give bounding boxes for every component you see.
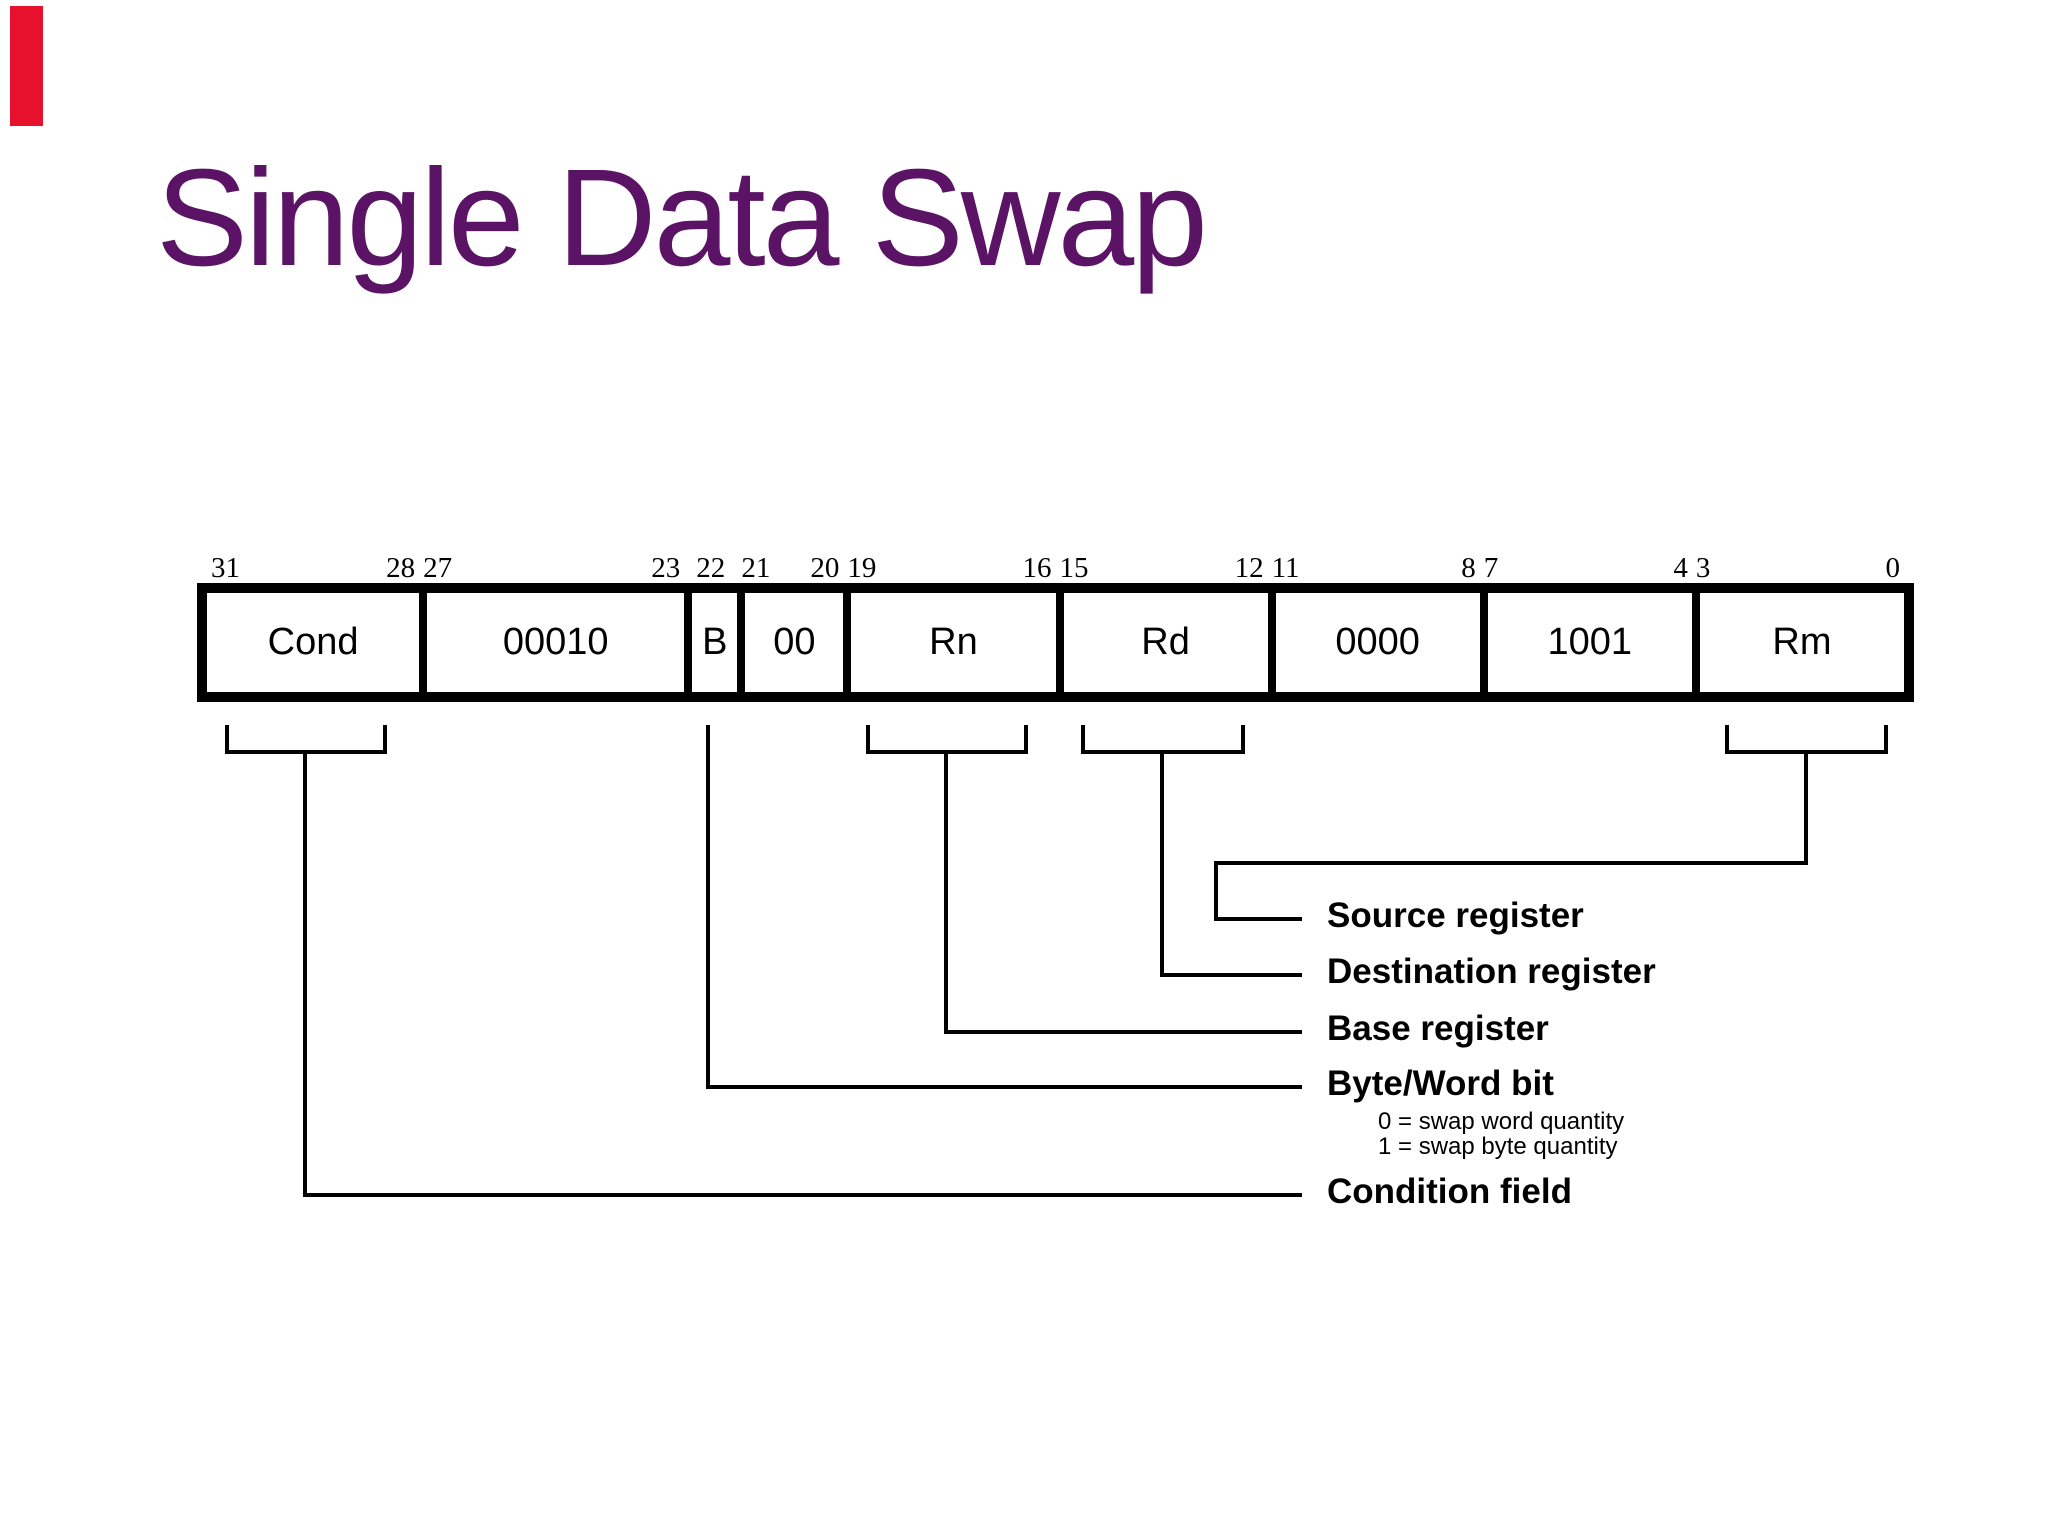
label-byte-word-bit: Byte/Word bit	[1327, 1064, 1554, 1103]
label-base-register: Base register	[1327, 1009, 1549, 1048]
accent-bar	[10, 6, 43, 126]
connector-destination-register-line	[1160, 973, 1302, 977]
connector-rm-stem	[1804, 750, 1808, 865]
field-rn: Rn	[843, 593, 1056, 692]
page-title: Single Data Swap	[156, 141, 1208, 295]
field-cond: Cond	[207, 593, 420, 692]
connector-b-stem	[706, 725, 710, 1089]
note-swap-byte: 1 = swap byte quantity	[1378, 1133, 1618, 1160]
field-rd: Rd	[1055, 593, 1268, 692]
connector-byte-word-line	[706, 1085, 1302, 1089]
bit-numbers-b: 22	[696, 552, 726, 584]
connector-base-register-line	[944, 1030, 1302, 1034]
connector-cond-stem	[303, 750, 307, 1197]
field-opcode: 00010	[419, 593, 685, 692]
connector-source-top-line	[1214, 861, 1808, 865]
bit-field-row: Cond 00010 B 00 Rn Rd 0000 1001 Rm	[197, 583, 1914, 702]
label-destination-register: Destination register	[1327, 952, 1656, 991]
connector-condition-field-line	[303, 1193, 1302, 1197]
field-rm: Rm	[1691, 593, 1904, 692]
connector-rn-stem	[944, 750, 948, 1034]
connector-source-register-line	[1214, 917, 1302, 921]
field-1001: 1001	[1479, 593, 1692, 692]
field-b: B	[684, 593, 738, 692]
connector-rd-stem	[1160, 750, 1164, 977]
label-condition-field: Condition field	[1327, 1172, 1572, 1211]
field-0000: 0000	[1267, 593, 1480, 692]
note-swap-word: 0 = swap word quantity	[1378, 1108, 1625, 1135]
label-source-register: Source register	[1327, 896, 1584, 935]
connector-source-elbow	[1214, 861, 1218, 921]
field-00: 00	[737, 593, 844, 692]
